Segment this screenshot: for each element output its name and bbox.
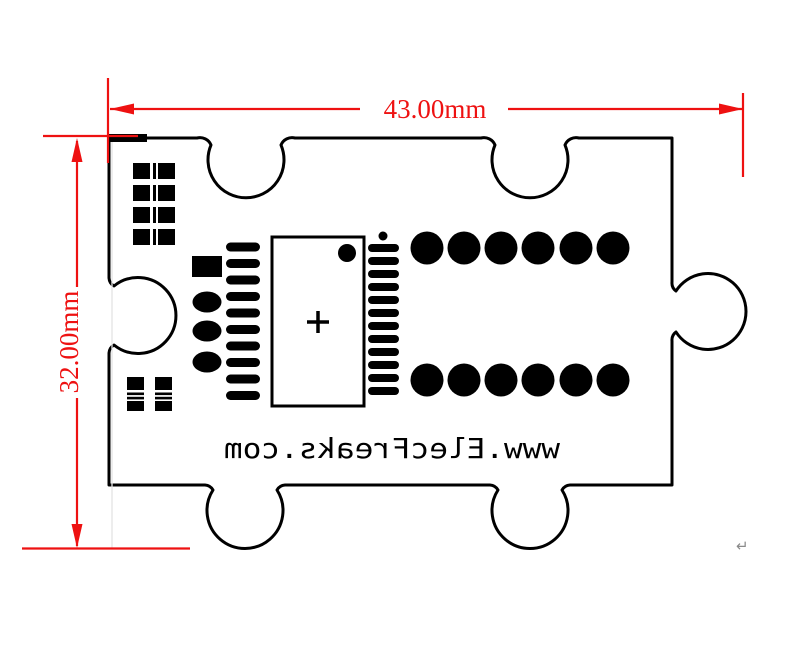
pin1-indicator-dot xyxy=(378,231,388,241)
hole-pad xyxy=(559,363,593,397)
ic-pad xyxy=(226,242,260,252)
plus-mark xyxy=(307,311,329,333)
ic-pad xyxy=(226,308,260,318)
smd-pad xyxy=(133,229,150,245)
board-corner-mark xyxy=(109,134,147,142)
ic-pad xyxy=(368,270,399,278)
ic-pad xyxy=(226,374,260,384)
hole-pad xyxy=(410,231,444,265)
arrowhead-right xyxy=(719,103,743,115)
pad-gap-bar xyxy=(153,185,156,201)
header-holes-top-row xyxy=(410,231,630,265)
smd-pad-column xyxy=(155,377,172,411)
hole-pad xyxy=(521,231,555,265)
height-dimension-label: 32.00mm xyxy=(54,291,84,394)
round-pad xyxy=(192,351,222,373)
smd-pad xyxy=(155,401,172,411)
ic-pad xyxy=(368,361,399,369)
hole-pad xyxy=(447,363,481,397)
pad-gap-bar xyxy=(153,163,156,179)
hole-pad xyxy=(484,231,518,265)
ic-pad xyxy=(368,283,399,291)
pad-gap-bar xyxy=(155,396,172,400)
board-outline xyxy=(107,136,748,550)
pad-gap-bar xyxy=(127,392,144,396)
smd-pad xyxy=(127,401,144,411)
smd-pad xyxy=(133,185,150,201)
hole-pad xyxy=(447,231,481,265)
ic-pad xyxy=(368,296,399,304)
ic-pad xyxy=(368,387,399,395)
ic-pad xyxy=(226,341,260,351)
smd-pad-row xyxy=(133,229,175,245)
smd-pad xyxy=(158,185,175,201)
width-dimension: 43.00mm xyxy=(106,78,745,177)
smd-pad-array-top-left xyxy=(133,163,175,245)
arrowhead-up xyxy=(71,138,83,162)
pad-gap-bar xyxy=(127,396,144,400)
silkscreen-url-text: www.ElecFreaks.com xyxy=(224,432,560,465)
arrowhead-down xyxy=(71,524,83,548)
ic-pad xyxy=(368,348,399,356)
pad-gap-bar xyxy=(153,229,156,245)
ic-pad xyxy=(368,322,399,330)
height-dimension: 32.00mm xyxy=(22,134,190,550)
ic-pad xyxy=(226,259,260,268)
hole-pad xyxy=(521,363,555,397)
hole-pad xyxy=(559,231,593,265)
width-dimension-label: 43.00mm xyxy=(384,94,487,124)
hole-pad xyxy=(484,363,518,397)
smd-pad xyxy=(158,163,175,179)
return-mark: ↵ xyxy=(736,537,749,555)
ic-pad xyxy=(226,292,260,301)
smd-pad-column xyxy=(127,377,144,411)
smd-pad xyxy=(133,163,150,179)
ic-pad xyxy=(368,257,399,265)
ic-footprint xyxy=(226,231,399,408)
smd-pad xyxy=(133,207,150,223)
ic-pad xyxy=(226,358,260,367)
ic-pad xyxy=(226,325,260,334)
ic-right-pads xyxy=(368,231,399,395)
smd-pad-row xyxy=(133,163,175,179)
smd-pad-row xyxy=(133,207,175,223)
left-pad-group xyxy=(192,256,222,373)
hole-pad xyxy=(596,231,630,265)
ic-pad xyxy=(368,374,399,382)
ic-pad xyxy=(368,244,399,252)
smd-pad-array-bottom-left xyxy=(127,377,172,411)
round-pad xyxy=(192,320,222,342)
ic-left-pads xyxy=(226,242,260,400)
smd-pad xyxy=(155,377,172,390)
pad-gap-bar xyxy=(155,392,172,396)
ic-pad xyxy=(368,309,399,317)
round-pad xyxy=(192,291,222,313)
smd-pad xyxy=(127,377,144,390)
smd-pad xyxy=(158,207,175,223)
smd-pad xyxy=(158,229,175,245)
pin1-dot xyxy=(338,244,356,262)
smd-pad-row xyxy=(133,185,175,201)
ic-pad xyxy=(368,335,399,343)
hole-pad xyxy=(596,363,630,397)
ic-pad xyxy=(226,275,260,285)
header-holes-bottom-row xyxy=(410,363,630,397)
hole-pad xyxy=(410,363,444,397)
pad-gap-bar xyxy=(153,207,156,223)
ic-pad xyxy=(226,391,260,400)
arrowhead-left xyxy=(110,103,134,115)
square-pad xyxy=(192,256,222,277)
